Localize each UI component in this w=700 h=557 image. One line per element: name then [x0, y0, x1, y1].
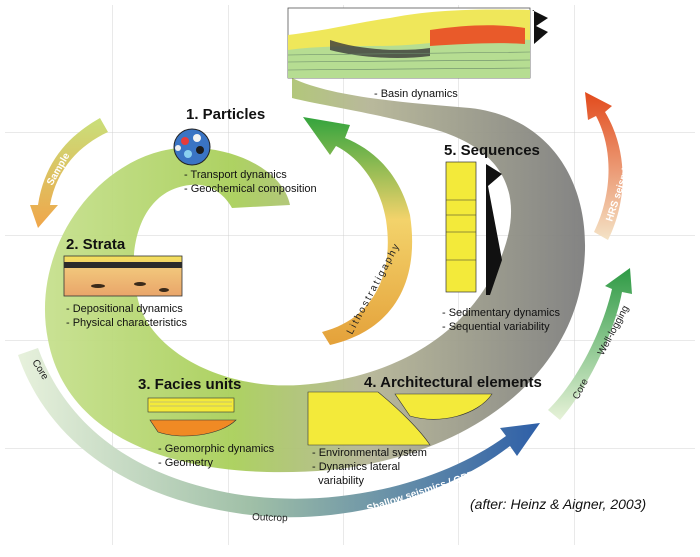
particles-icon [173, 128, 211, 166]
sequences-title: 5. Sequences [444, 142, 540, 159]
facies-title: 3. Facies units [138, 376, 242, 393]
sample-arrow [30, 118, 108, 228]
sequences-block [445, 161, 502, 295]
spiral-band [44, 78, 586, 473]
facies-block [147, 397, 237, 437]
architecture-item-1: - Environmental system [312, 447, 427, 459]
facies-item-2: - Geometry [158, 457, 214, 469]
facies-item-1: - Geomorphic dynamics [158, 443, 275, 455]
strata-item-2: - Physical characteristics [66, 317, 188, 329]
sequences-item-2: - Sequential variability [442, 321, 550, 333]
lithostratigraphy-arrow [303, 117, 413, 345]
outcrop-label: Outcrop [252, 512, 288, 524]
particles-title: 1. Particles [186, 106, 266, 123]
sequences-item-1: - Sedimentary dynamics [442, 307, 560, 319]
hrs-seismic-arrow [585, 92, 623, 240]
strata-block [63, 255, 183, 297]
architecture-item-3: variability [312, 475, 364, 487]
architecture-title: 4. Architectural elements [364, 374, 542, 391]
particles-item-1: - Transport dynamics [184, 169, 287, 181]
bottom-arrow [18, 348, 540, 518]
architecture-block [307, 391, 493, 446]
strata-item-1: - Depositional dynamics [66, 303, 183, 315]
architecture-item-2: - Dynamics lateral [312, 461, 401, 473]
citation: (after: Heinz & Aigner, 2003) [470, 496, 647, 512]
basin-item: - Basin dynamics [374, 88, 458, 100]
well-logging-arrow [548, 268, 632, 420]
basin-section [287, 7, 548, 79]
particles-item-2: - Geochemical composition [184, 183, 317, 195]
strata-title: 2. Strata [66, 236, 126, 253]
